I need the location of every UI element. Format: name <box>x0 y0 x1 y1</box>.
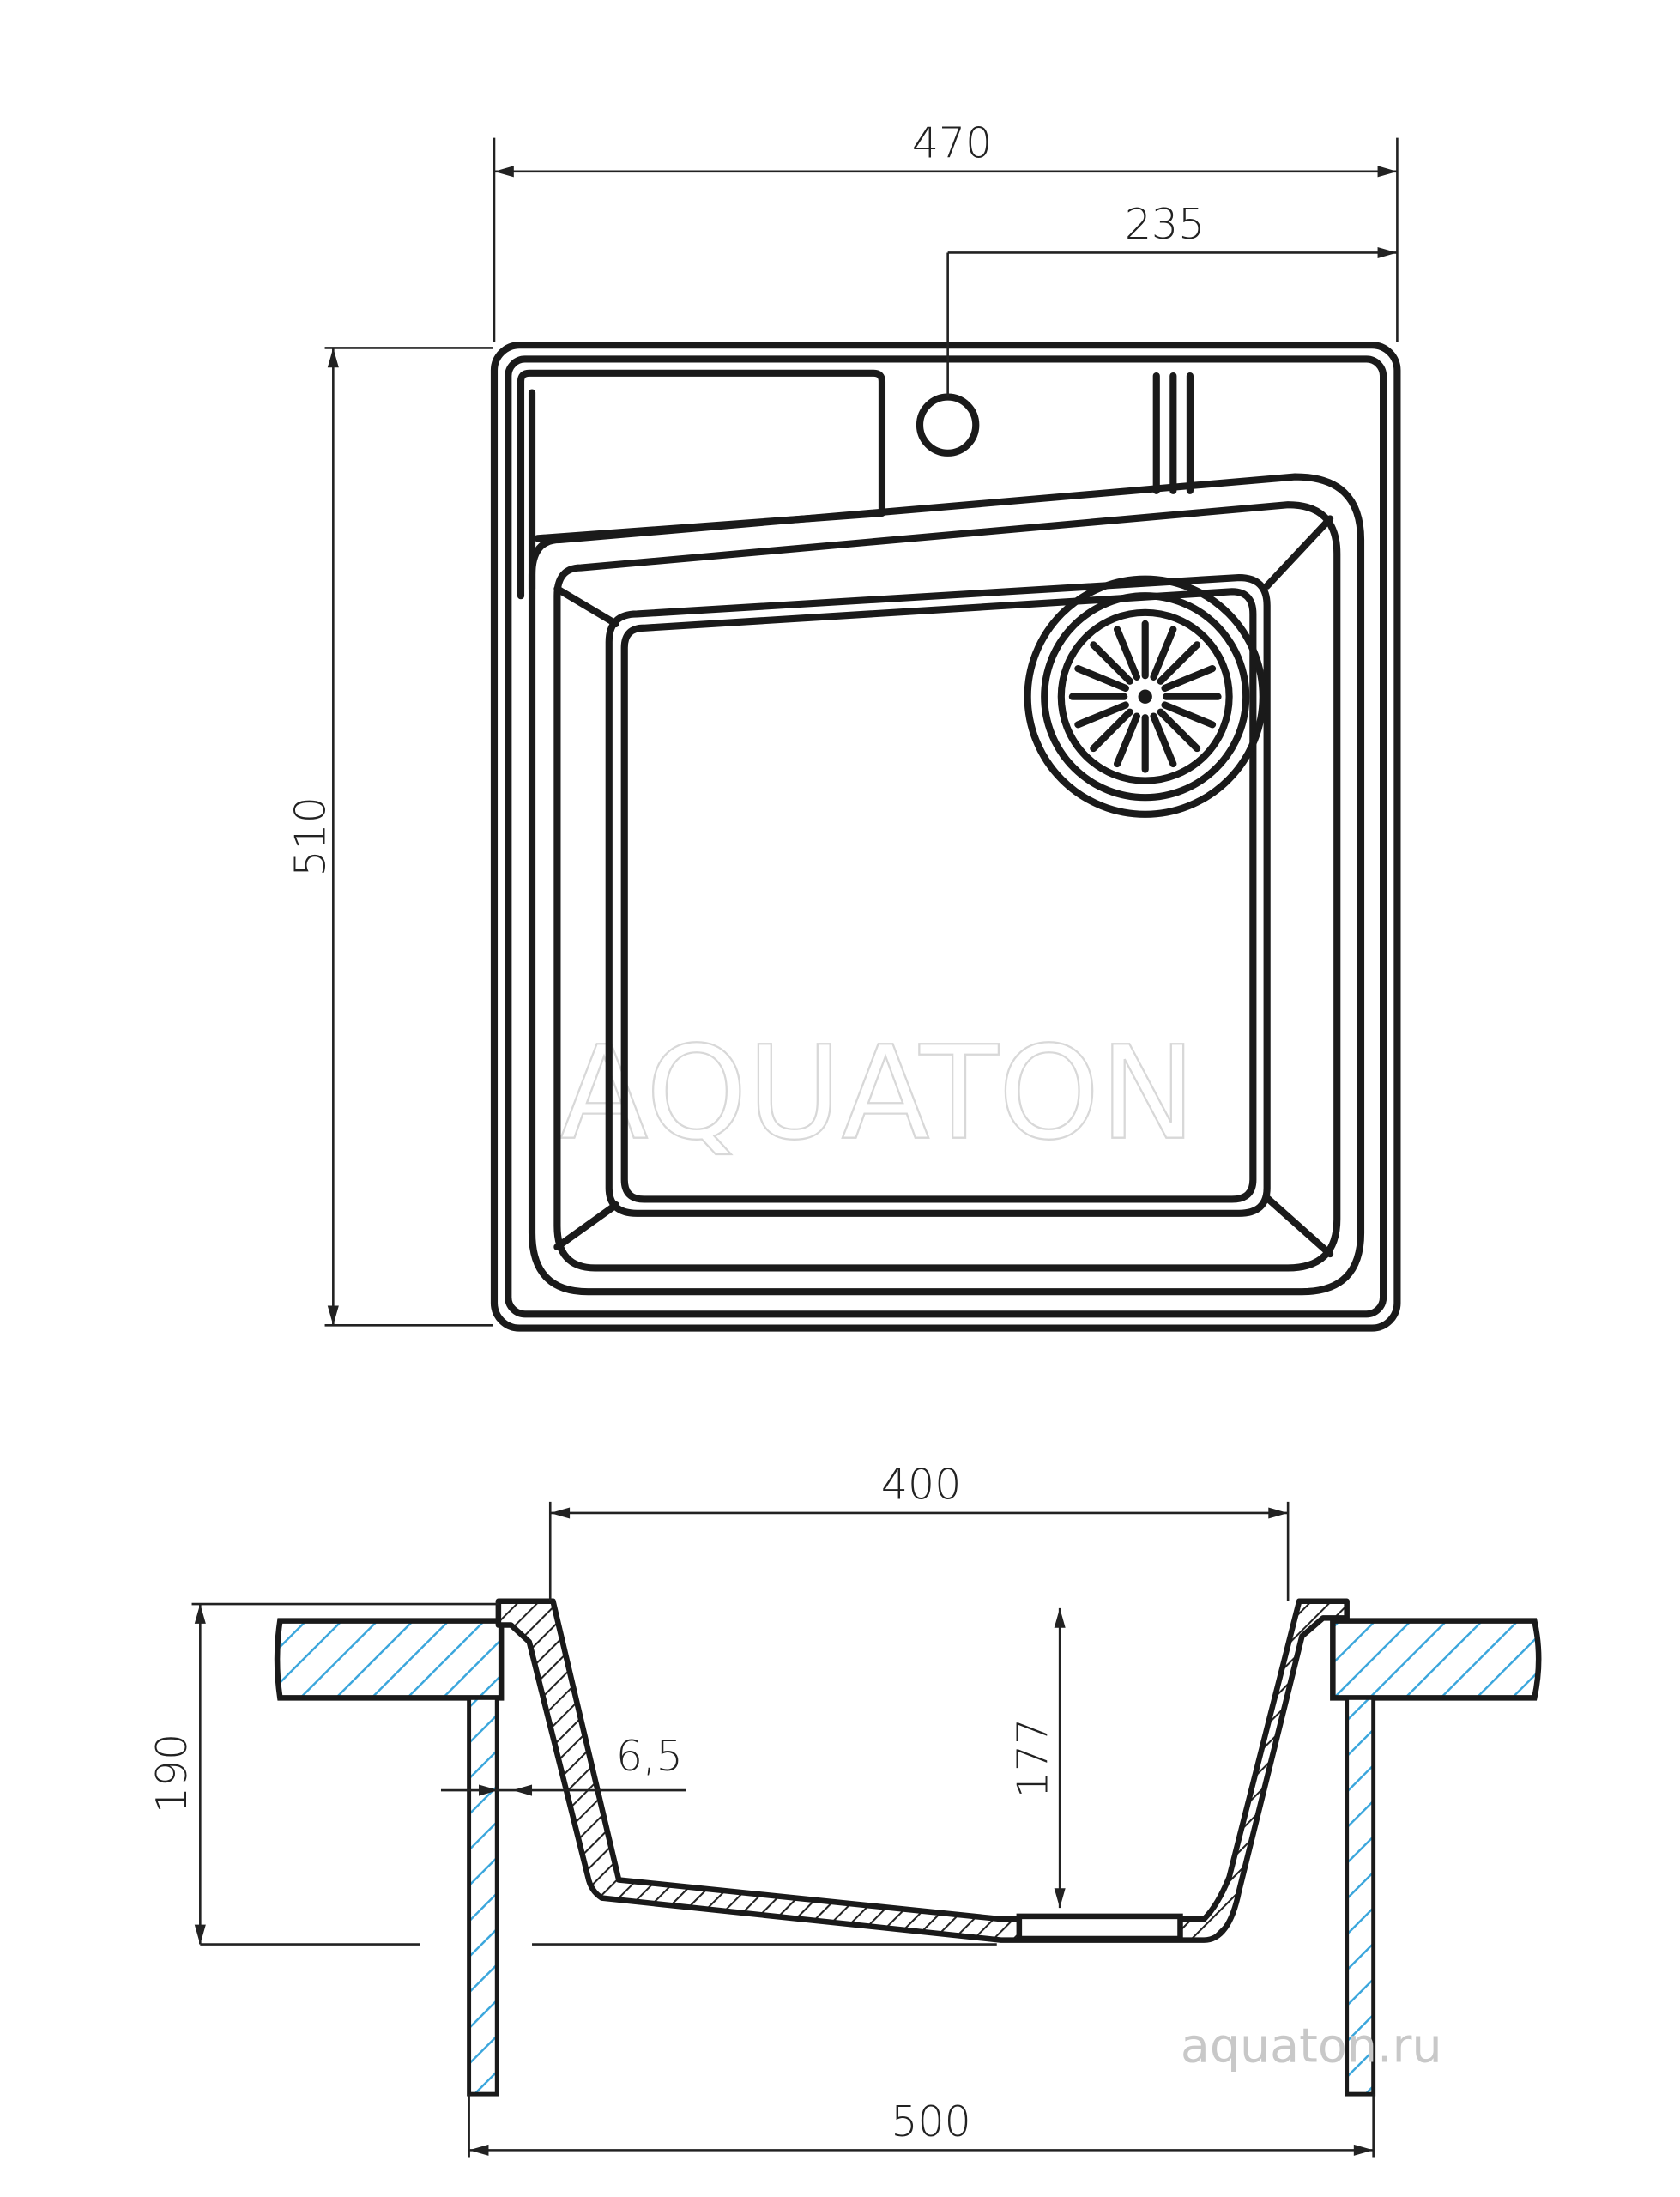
cabinet-wall-right <box>1345 1695 1376 2097</box>
dimension-bowl-width-400: 400 <box>881 1461 961 1510</box>
countertop-left <box>274 1618 505 1701</box>
dimension-depth-510: 510 <box>287 796 335 876</box>
faucet-hole-icon <box>916 393 980 457</box>
section-view: 400 190 177 6,5 500 <box>148 1461 1542 2158</box>
dimension-wall-6-5: 6,5 <box>616 1732 683 1781</box>
top-view: 470 235 510 <box>287 119 1401 1332</box>
watermark-logo: AQUATON <box>560 1020 1196 1169</box>
dimension-bowl-depth-177: 177 <box>1008 1718 1057 1798</box>
cabinet-wall-left <box>467 1695 499 2097</box>
dimension-faucet-235: 235 <box>1125 200 1205 249</box>
drain-strainer-icon <box>1024 575 1266 818</box>
sink-profile <box>495 1598 1350 1943</box>
dimension-width-470: 470 <box>912 119 992 168</box>
countertop-right <box>1330 1618 1542 1701</box>
dimension-cabinet-500: 500 <box>891 2097 970 2146</box>
overflow-vent-icon <box>1152 372 1194 494</box>
website-watermark: aquaton.ru <box>1181 2019 1442 2074</box>
dimension-height-190: 190 <box>148 1734 196 1813</box>
